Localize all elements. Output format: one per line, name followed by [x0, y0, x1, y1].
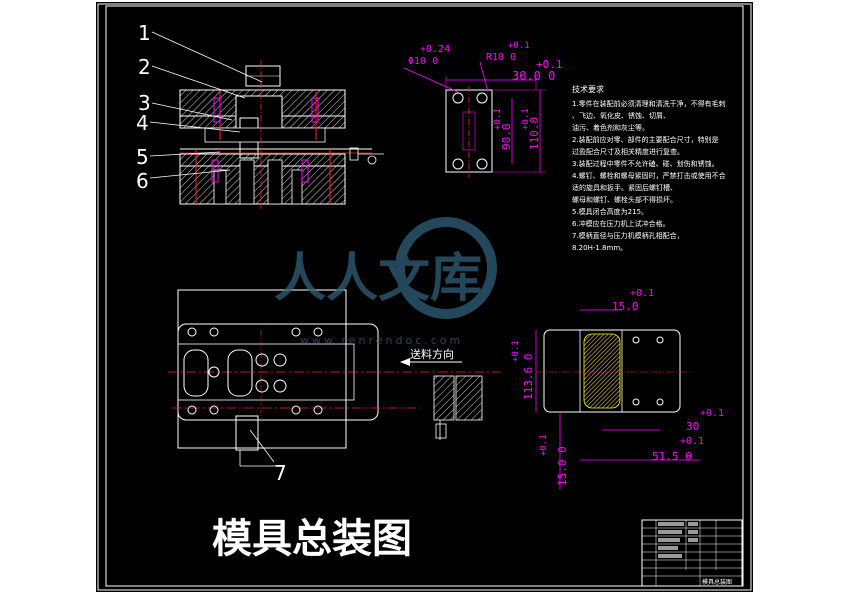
strip-dim-51-5: 51.5 0 [652, 450, 692, 463]
watermark: 人人文库 www.renrendoc.com [274, 217, 497, 347]
title-block: 模具总装图 [641, 519, 743, 587]
strip-tol-01-d: +0.1 [680, 436, 704, 447]
dim-tol-01-c: +0.1 [493, 108, 503, 130]
watermark-logo-circle [395, 217, 497, 319]
dim-tol-01-b: +0.1 [536, 58, 563, 71]
dim-r10: R10 0 [486, 52, 516, 63]
dim-tol-01-a: +0.1 [508, 41, 530, 51]
tech-note-line: 8.20H-1.8mm。 [572, 244, 627, 252]
tech-note-line: 6.冲模应在压力机上试冲合格。 [572, 219, 670, 228]
callout-5: 5 [136, 145, 149, 169]
callout-2: 2 [138, 55, 151, 79]
tech-note-line: 、飞边、氧化皮、锈蚀、切屑、 [572, 111, 670, 120]
lower-die-plate [179, 153, 346, 167]
tech-note-line: 7.模柄直径与压力机模柄孔相配合， [572, 231, 684, 240]
dim-90: 90.0 [500, 124, 513, 151]
strip-dim-113-6: 113.6 0 [522, 354, 535, 400]
callout-6: 6 [136, 169, 149, 193]
strip-layout: +0.1 15.0 +0.1 113.6 0 +0.1 30 +0.1 51.5… [511, 288, 724, 490]
tech-note-line: 4.螺钉、螺栓和螺母紧固时，严禁打击或使用不合 [572, 171, 726, 180]
strip-tol-01-e: +0.1 [539, 434, 549, 456]
strip-tol-01-b: +0.1 [511, 340, 521, 362]
tech-note-line: 适的旋具和扳手。紧固后螺钉槽、 [572, 183, 677, 192]
watermark-brand: 人人文库 [274, 249, 482, 309]
inner-frame [105, 5, 744, 587]
tech-note-line: 2.装配前应对零、部件的主要配合尺寸，特别是 [572, 135, 719, 144]
tech-note-line: 油污、着色剂和灰尘等。 [572, 123, 649, 132]
strip-tol-01-a: +0.1 [630, 288, 654, 299]
strip-dim-15: 15.0 [612, 300, 639, 313]
tech-note-line: 5.模具闭合高度为215。 [572, 207, 648, 216]
tech-note-line: 过盈配合尺寸及相关精度进行复查。 [572, 147, 684, 156]
callout-1: 1 [138, 21, 151, 45]
callout-7: 7 [274, 461, 287, 485]
watermark-url: www.renrendoc.com [300, 334, 463, 347]
drawing-title: 模具总装图 [212, 516, 412, 562]
blank-hatched [583, 333, 621, 409]
plan-view: 7 送料方向 [168, 289, 500, 485]
title-block-drawing-name: 模具总装图 [702, 578, 732, 586]
callout-3: 3 [138, 91, 151, 115]
tech-notes-heading: 技术要求 [572, 84, 604, 94]
tech-note-line: 1.零件在装配前必须清理和清洗干净，不得有毛刺 [572, 99, 726, 108]
dim-110: 110.0 [528, 117, 541, 150]
tech-note-line: 螺母和螺钉、螺栓头部不得损坏。 [572, 195, 677, 204]
technical-notes: 技术要求 1.零件在装配前必须清理和清洗干净，不得有毛刺 、飞边、氧化皮、锈蚀、… [572, 84, 726, 252]
dim-phi10: Φ10 0 [408, 56, 438, 67]
part-drawing: +0.24 Φ10 0 +0.1 R10 0 +0.1 30.0 0 +0.1 … [403, 41, 563, 178]
strip-dim-30: 30 [686, 420, 699, 433]
section-view: 1 2 3 4 5 6 [136, 21, 384, 210]
strip-tol-01-c: +0.1 [700, 408, 724, 419]
feed-direction-label: 送料方向 [410, 347, 454, 361]
dim-tol-01-d: +0.1 [521, 108, 531, 130]
tech-note-line: 3.装配过程中零件不允许磕、碰、划伤和锈蚀。 [572, 159, 719, 168]
outer-frame [97, 3, 752, 591]
dim-tol-024: +0.24 [420, 44, 450, 55]
callout-4: 4 [136, 111, 149, 135]
dim-30: 30.0 0 [512, 69, 555, 83]
strip-dim-15-vertical: 15.0 0 [556, 446, 569, 486]
strip-outline [543, 329, 681, 413]
